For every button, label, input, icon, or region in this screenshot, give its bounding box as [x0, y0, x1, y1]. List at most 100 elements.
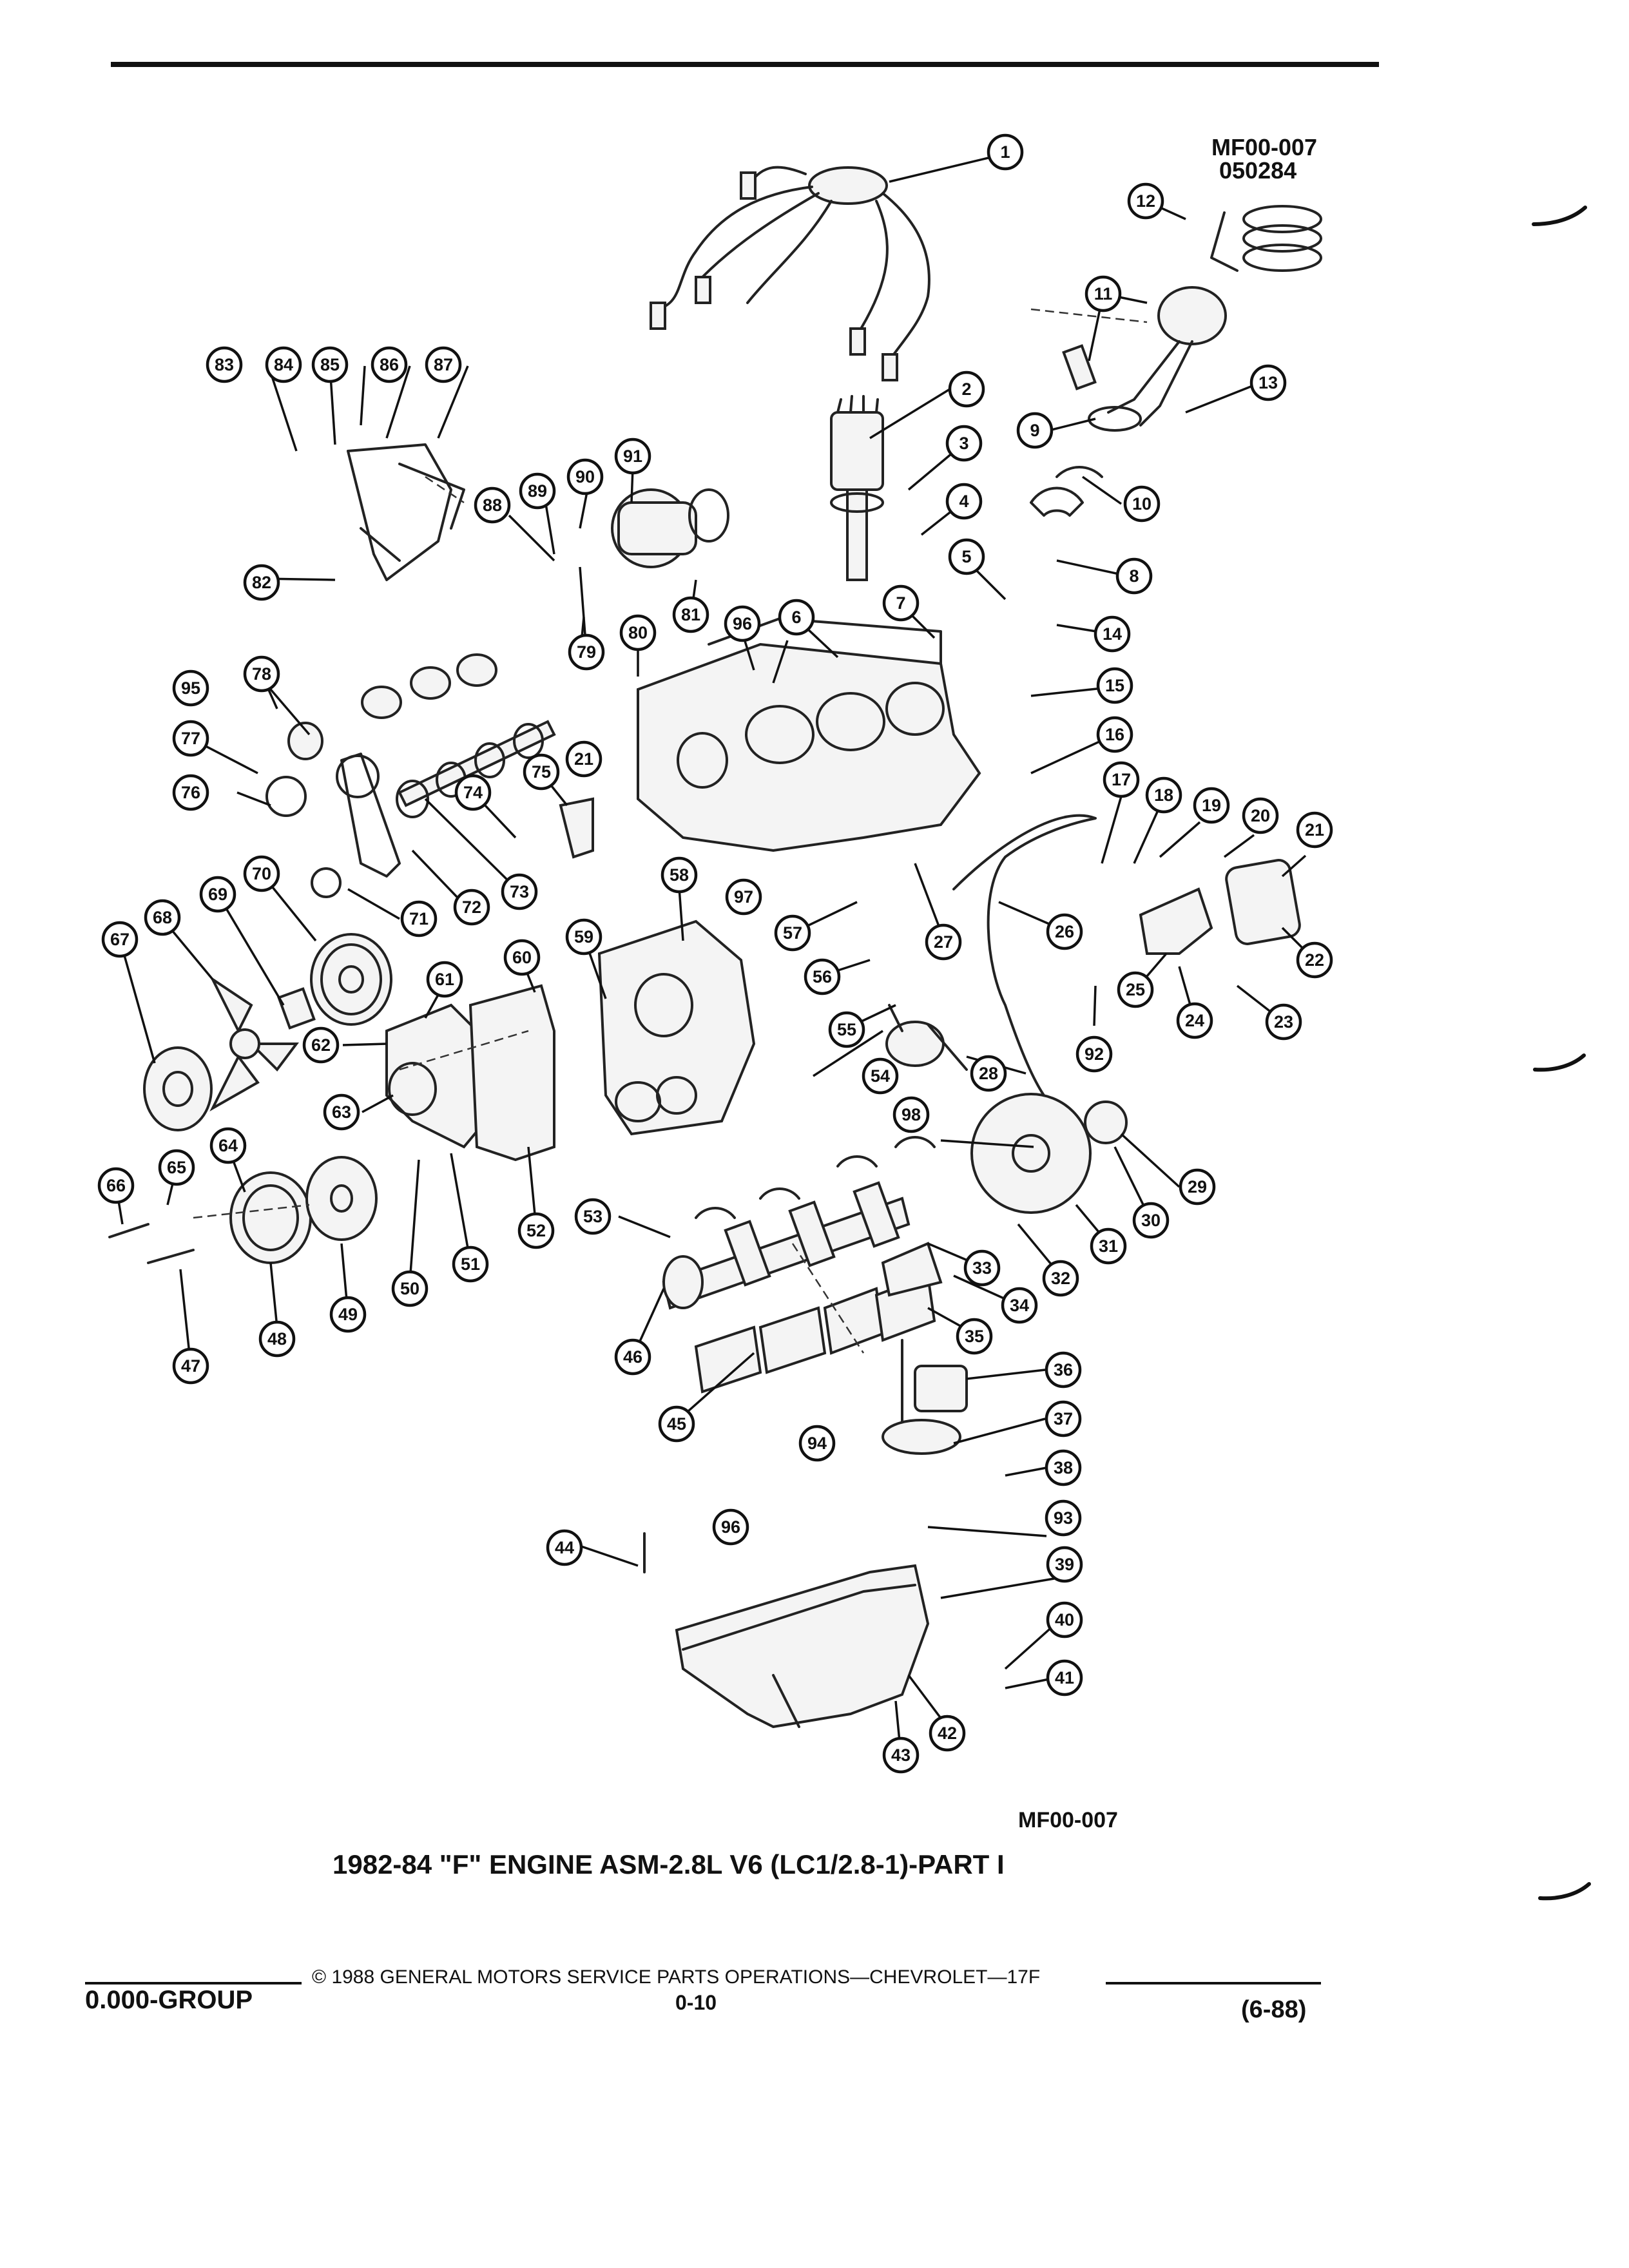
svg-text:62: 62: [311, 1035, 331, 1055]
svg-text:18: 18: [1154, 785, 1173, 805]
generator-bracket: [347, 443, 465, 581]
svg-text:43: 43: [891, 1745, 911, 1765]
callout-55: 55: [828, 1011, 865, 1048]
callout-8: 8: [1115, 557, 1153, 595]
callout-27: 27: [925, 923, 962, 961]
svg-text:30: 30: [1141, 1211, 1161, 1230]
svg-text:38: 38: [1054, 1458, 1073, 1477]
svg-text:40: 40: [1055, 1610, 1074, 1629]
svg-text:86: 86: [380, 355, 399, 374]
figure-title: 1982-84 "F" ENGINE ASM-2.8L V6 (LC1/2.8-…: [333, 1849, 1005, 1879]
svg-text:3: 3: [959, 434, 969, 453]
callout-66: 66: [97, 1167, 135, 1204]
svg-text:25: 25: [1126, 980, 1145, 999]
callout-16: 16: [1096, 716, 1133, 753]
callout-17: 17: [1103, 761, 1140, 798]
svg-text:6: 6: [791, 608, 801, 627]
callout-1: 1: [987, 133, 1024, 171]
callout-96-top: 96: [724, 605, 761, 642]
svg-text:92: 92: [1084, 1044, 1104, 1064]
cam-bearing-front: [287, 722, 323, 760]
svg-text:58: 58: [670, 865, 689, 885]
svg-text:73: 73: [510, 882, 529, 901]
callout-31: 31: [1090, 1227, 1127, 1265]
footer-copyright: © 1988 GENERAL MOTORS SERVICE PARTS OPER…: [312, 1966, 1041, 1988]
svg-text:90: 90: [575, 467, 595, 486]
flywheel-reinforcement: [1084, 1100, 1128, 1144]
svg-text:44: 44: [555, 1538, 574, 1557]
svg-text:55: 55: [837, 1020, 856, 1039]
camshaft-thrust-plate: [559, 797, 594, 859]
svg-text:24: 24: [1185, 1011, 1204, 1030]
callout-78: 78: [243, 655, 280, 693]
callout-92: 92: [1075, 1035, 1113, 1073]
svg-text:28: 28: [979, 1064, 998, 1083]
callout-11: 11: [1084, 275, 1122, 312]
svg-text:63: 63: [332, 1102, 351, 1122]
svg-text:60: 60: [512, 948, 532, 967]
callout-44: 44: [546, 1529, 583, 1566]
svg-text:35: 35: [965, 1327, 984, 1346]
callout-88: 88: [474, 486, 511, 524]
callout-82: 82: [243, 564, 280, 601]
piston-and-connecting-rod: [1062, 286, 1227, 432]
svg-text:80: 80: [628, 623, 648, 642]
svg-text:95: 95: [181, 678, 200, 698]
callout-57: 57: [774, 914, 811, 952]
callout-39: 39: [1046, 1546, 1083, 1583]
svg-text:39: 39: [1055, 1555, 1074, 1574]
oil-pan: [675, 1564, 930, 1729]
callout-7: 7: [882, 584, 920, 622]
engine-parts: [108, 166, 1322, 1729]
svg-text:81: 81: [681, 605, 700, 624]
svg-text:83: 83: [215, 355, 234, 374]
callout-43: 43: [882, 1736, 920, 1774]
callout-52: 52: [517, 1212, 555, 1249]
callout-21-left: 21: [565, 740, 602, 778]
svg-text:7: 7: [896, 593, 905, 613]
svg-text:17: 17: [1112, 770, 1131, 789]
callout-35: 35: [956, 1318, 993, 1355]
svg-text:97: 97: [734, 887, 753, 907]
callout-46: 46: [614, 1338, 651, 1376]
svg-text:69: 69: [208, 885, 227, 904]
callout-71: 71: [400, 900, 438, 937]
svg-text:98: 98: [901, 1105, 921, 1124]
callout-5: 5: [948, 538, 985, 575]
engine-block: [637, 617, 981, 852]
binder-mark-bottom: [1538, 1882, 1591, 1901]
callout-23: 23: [1265, 1003, 1302, 1041]
svg-text:26: 26: [1055, 922, 1074, 941]
svg-text:71: 71: [409, 909, 429, 928]
fuel-pump: [885, 1004, 968, 1071]
callout-62: 62: [302, 1026, 340, 1064]
callout-97: 97: [725, 878, 762, 916]
svg-text:32: 32: [1051, 1269, 1070, 1288]
callout-37: 37: [1045, 1400, 1082, 1437]
callout-81: 81: [672, 596, 709, 633]
svg-text:22: 22: [1305, 950, 1324, 970]
callout-63: 63: [323, 1093, 360, 1131]
svg-text:54: 54: [871, 1066, 890, 1086]
svg-text:64: 64: [218, 1136, 238, 1155]
svg-text:33: 33: [972, 1258, 992, 1278]
distributor: [830, 395, 884, 581]
svg-text:61: 61: [435, 970, 454, 989]
svg-text:4: 4: [959, 492, 969, 511]
callout-59: 59: [565, 918, 602, 956]
footer-page-number: 0-10: [675, 1991, 717, 2014]
svg-text:50: 50: [400, 1279, 419, 1298]
svg-text:21: 21: [574, 749, 593, 769]
callout-90: 90: [566, 458, 604, 495]
bolt-47: [147, 1249, 195, 1264]
callout-84: 84: [265, 346, 302, 383]
callout-32: 32: [1042, 1260, 1079, 1297]
oil-filter-adapter: [1139, 887, 1213, 955]
callout-47: 47: [172, 1347, 209, 1385]
svg-text:88: 88: [483, 495, 502, 515]
svg-text:42: 42: [938, 1724, 957, 1743]
callouts: 1 2 3 4 5 6 7 8 9 10 11 12 13 14 15 16 1…: [97, 133, 1333, 1774]
callout-24: 24: [1176, 1002, 1213, 1039]
svg-text:11: 11: [1094, 284, 1113, 303]
main-bearings: [695, 1136, 936, 1219]
